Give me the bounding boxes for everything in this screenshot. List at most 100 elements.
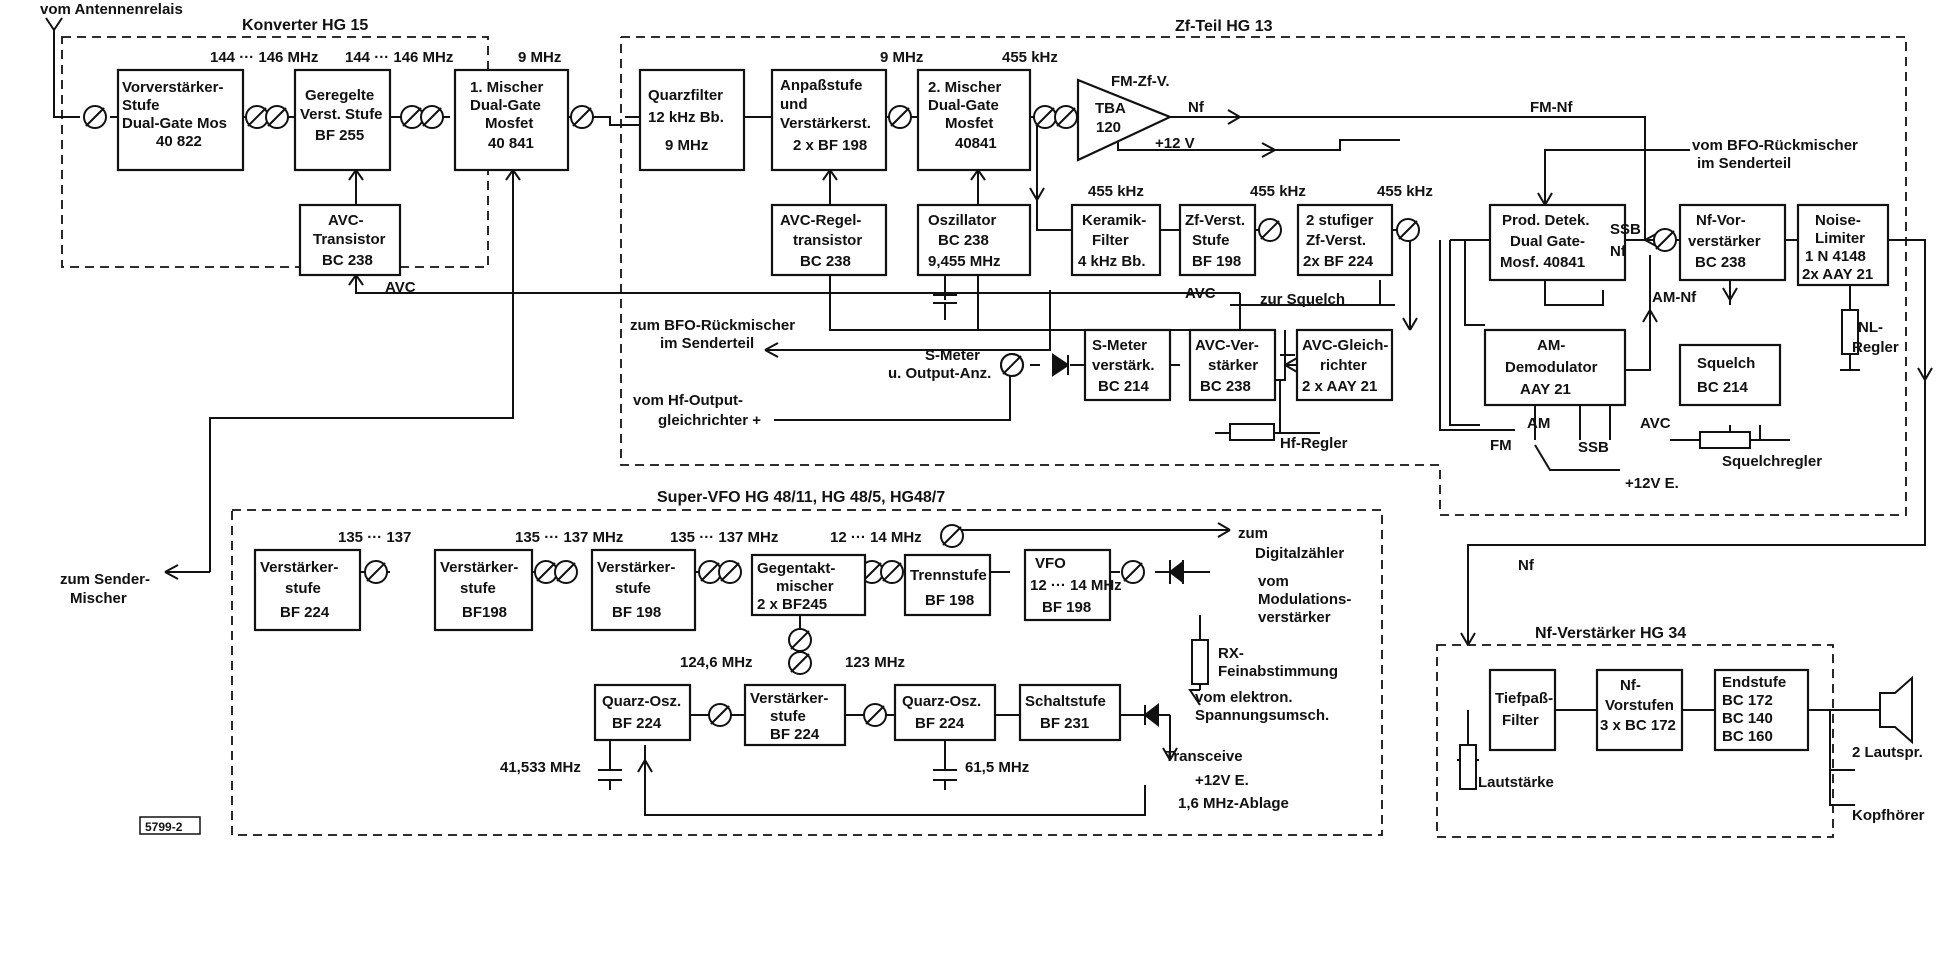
label-am: AM — [1527, 415, 1550, 432]
label-f9b: 9 MHz — [880, 49, 923, 66]
antenna-icon — [45, 17, 80, 118]
lautstaerke-regler-icon — [1459, 744, 1477, 790]
block-am-demod — [1483, 328, 1627, 407]
label-code: 5799-2 — [145, 820, 183, 834]
block-quarz-osz2 — [893, 683, 997, 742]
block-nf-vorstufen — [1595, 668, 1684, 752]
block-quarzfilter — [638, 68, 746, 172]
block-vfo-verst4 — [743, 683, 847, 747]
label-f455a: 455 kHz — [1002, 49, 1058, 66]
hf-regler-icon — [1229, 423, 1275, 441]
block-vfo-verst2 — [433, 548, 534, 632]
block-mischer1 — [453, 68, 570, 172]
block-tiefpass — [1488, 668, 1557, 752]
s-meter-icon — [1000, 353, 1024, 377]
label-nf: Nf — [1518, 557, 1535, 574]
block-vfo — [1023, 548, 1112, 622]
block-oszillator — [916, 203, 1032, 277]
quarz-osz2-text: Quarz-Osz.BF 224 — [902, 693, 981, 732]
label-plus12e: +12V E. — [1625, 475, 1679, 492]
label-f135a: 135 ··· 137 — [338, 529, 411, 546]
section-label-konverter: Konverter HG 15 — [242, 17, 368, 34]
label-f135c: 135 ··· 137 MHz — [670, 529, 778, 546]
block-gegentakt — [750, 553, 867, 617]
section-label-zf: Zf-Teil HG 13 — [1175, 18, 1273, 35]
label-f144b: 144 ··· 146 MHz — [345, 49, 453, 66]
label-plus12e2: +12V E. — [1195, 772, 1249, 789]
block-trennstufe — [903, 553, 992, 617]
section-label-vfo: Super-VFO HG 48/11, HG 48/5, HG48/7 — [657, 489, 945, 506]
block-nf-vorverst — [1678, 203, 1787, 282]
block-mischer2 — [916, 68, 1032, 172]
block-prod-detek — [1488, 203, 1627, 282]
block-vfo-verst3 — [590, 548, 697, 632]
label-elektron: vom elektron.Spannungsumsch. — [1195, 689, 1329, 724]
block-zf-verst — [1178, 203, 1257, 277]
block-vorverstaerker — [116, 68, 245, 172]
label-lautsprecher: 2 Lautspr. — [1852, 744, 1923, 761]
section-label-nf: Nf-Verstärker HG 34 — [1535, 625, 1686, 642]
block-schaltstufe — [1018, 683, 1122, 742]
prod-detek-text: Prod. Detek.Dual Gate-Mosf. 40841 — [1500, 212, 1590, 271]
tiefpass-text: Tiefpaß-Filter — [1495, 690, 1553, 729]
block-noise-limiter — [1796, 203, 1890, 287]
label-transceive: Transceive — [1165, 748, 1243, 765]
label-squelchregler: Squelchregler — [1722, 453, 1822, 470]
block-vfo-verst1 — [253, 548, 362, 632]
label-avc2: AVC — [1185, 285, 1216, 302]
label-ssb: SSB — [1578, 439, 1609, 456]
speaker-icon — [1879, 675, 1913, 745]
block-quarz-osz1 — [593, 683, 692, 742]
label-f455b: 455 kHz — [1088, 183, 1144, 200]
rx-fein-regler-icon — [1191, 639, 1209, 685]
block-zf2stufig — [1296, 203, 1394, 277]
label-f455c: 455 kHz — [1250, 183, 1306, 200]
tba-name: TBA — [1095, 100, 1126, 117]
label-avc3: AVC — [1640, 415, 1671, 432]
label-rx-fein: RX-Feinabstimmung — [1218, 645, 1338, 680]
label-f135b: 135 ··· 137 MHz — [515, 529, 623, 546]
label-antenne: vom Antennenrelais — [40, 1, 183, 18]
block-avc-verst — [1188, 328, 1277, 402]
label-f1246: 124,6 MHz — [680, 654, 753, 671]
label-lautstaerke: Lautstärke — [1478, 774, 1554, 791]
label-f615: 61,5 MHz — [965, 759, 1029, 776]
label-fm-nf: FM-Nf — [1530, 99, 1573, 116]
label-f41533: 41,533 MHz — [500, 759, 581, 776]
section-nf — [1436, 644, 1834, 838]
nl-regler-icon — [1841, 309, 1859, 355]
block-smeter-verst — [1083, 328, 1172, 402]
label-f12-14: 12 ··· 14 MHz — [830, 529, 922, 546]
block-squelch — [1678, 343, 1782, 407]
block-avc-transistor — [298, 203, 402, 277]
label-f9a: 9 MHz — [518, 49, 561, 66]
block-anpass — [770, 68, 888, 172]
block-avc-regel — [770, 203, 888, 277]
tba-title: FM-Zf-V. — [1111, 73, 1170, 90]
potentiometers — [1191, 309, 1859, 790]
